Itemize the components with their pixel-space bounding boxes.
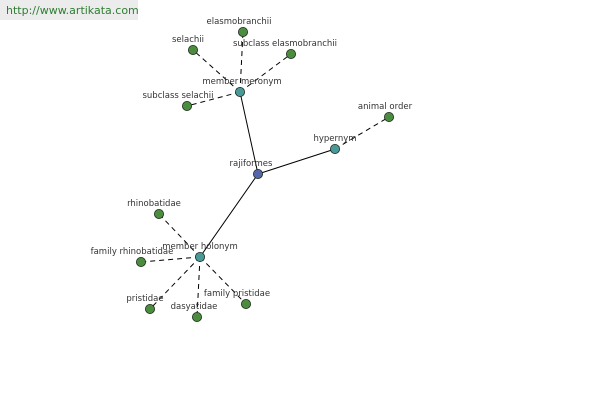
node-label-dasyatidae[interactable]: dasyatidae	[171, 302, 218, 312]
node-label-subclass-selachii[interactable]: subclass selachii	[142, 91, 213, 101]
node-label-pristidae[interactable]: pristidae	[126, 294, 163, 304]
node-label-elasmobranchii[interactable]: elasmobranchii	[207, 17, 272, 27]
node-hypernym[interactable]	[329, 143, 340, 154]
node-label-hypernym[interactable]: hypernym	[313, 134, 356, 144]
node-member-meronym[interactable]	[234, 87, 245, 98]
node-selachii[interactable]	[187, 45, 198, 56]
node-label-family-rhinobatidae[interactable]: family rhinobatidae	[91, 247, 174, 257]
node-rajiformes[interactable]	[252, 168, 263, 179]
node-pristidae[interactable]	[144, 303, 155, 314]
edge-member-meronym-to-elasmobranchii	[239, 31, 244, 93]
node-dasyatidae[interactable]	[191, 311, 202, 322]
node-label-member-holonym[interactable]: member holonym	[162, 242, 237, 252]
node-animal-order[interactable]	[383, 112, 394, 123]
site-url[interactable]: http://www.artikata.com	[0, 0, 139, 20]
node-family-pristidae[interactable]	[240, 298, 251, 309]
edge-member-holonym-to-family-pristidae	[199, 256, 247, 305]
node-label-selachii[interactable]: selachii	[172, 35, 204, 45]
edge-hypernym-to-animal-order	[334, 116, 390, 150]
node-rhinobatidae[interactable]	[153, 208, 164, 219]
edge-rajiformes-to-member-meronym	[239, 91, 259, 175]
node-subclass-elasmobranchii[interactable]	[285, 49, 296, 60]
edge-member-holonym-to-rhinobatidae	[158, 213, 201, 258]
edge-rajiformes-to-member-holonym	[199, 173, 259, 258]
node-label-rajiformes[interactable]: rajiformes	[230, 159, 273, 169]
edge-member-holonym-to-dasyatidae	[196, 256, 201, 318]
node-label-subclass-elasmobranchii[interactable]: subclass elasmobranchii	[233, 39, 337, 49]
node-label-family-pristidae[interactable]: family pristidae	[204, 289, 270, 299]
node-family-rhinobatidae[interactable]	[135, 256, 146, 267]
node-label-rhinobatidae[interactable]: rhinobatidae	[127, 199, 181, 209]
edge-member-meronym-to-selachii	[192, 49, 241, 93]
edge-member-meronym-to-subclass-selachii	[186, 91, 241, 107]
node-subclass-selachii[interactable]	[181, 101, 192, 112]
node-label-animal-order[interactable]: animal order	[358, 102, 413, 112]
node-label-member-meronym[interactable]: member meronym	[202, 77, 281, 87]
edge-rajiformes-to-hypernym	[257, 148, 336, 175]
node-member-holonym[interactable]	[194, 251, 205, 262]
node-elasmobranchii[interactable]	[237, 26, 248, 37]
edge-member-holonym-to-pristidae	[149, 256, 201, 310]
edge-member-holonym-to-family-rhinobatidae	[140, 256, 201, 263]
edge-member-meronym-to-subclass-elasmobranchii	[239, 53, 292, 93]
